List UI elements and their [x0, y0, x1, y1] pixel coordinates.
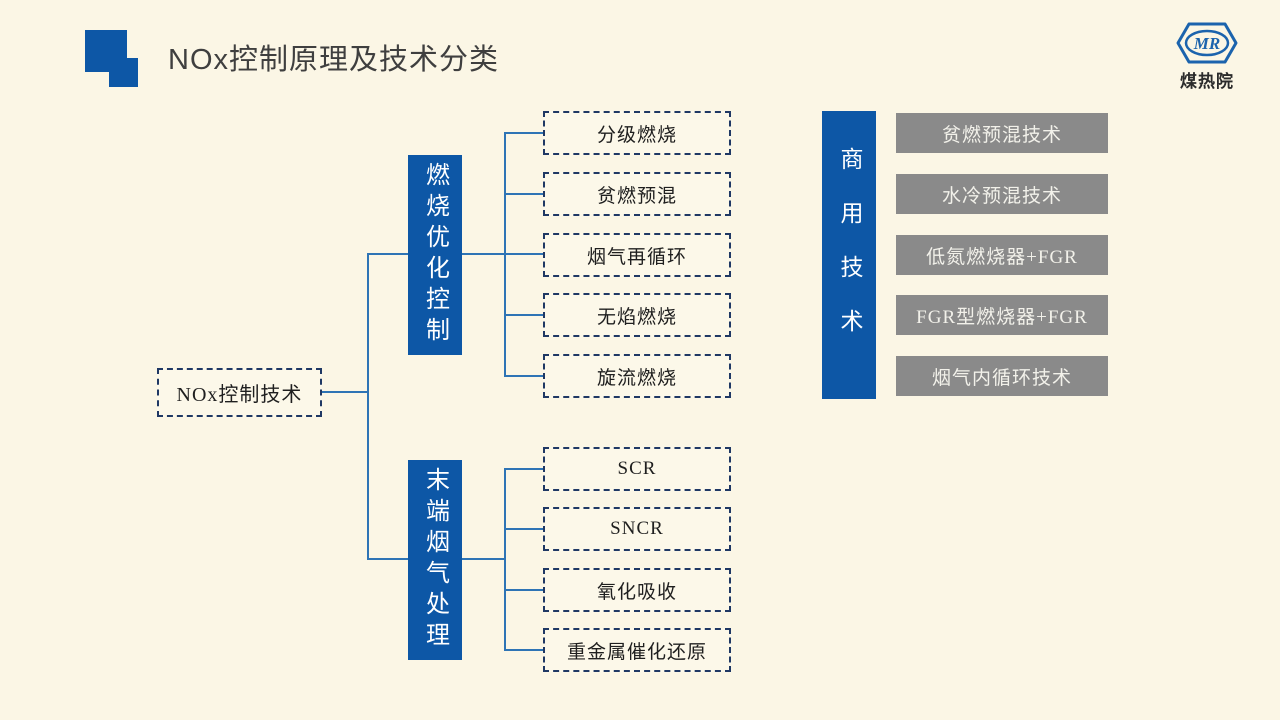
node-leaf-lean-premix: 贫燃预混: [543, 172, 731, 216]
connector-line: [504, 253, 543, 255]
connector-line: [367, 253, 408, 255]
node-leaf-flameless-combustion: 无焰燃烧: [543, 293, 731, 337]
connector-line: [504, 314, 543, 316]
node-leaf-heavy-metal-catalytic-reduction: 重金属催化还原: [543, 628, 731, 672]
node-leaf-flue-gas-recirculation: 烟气再循环: [543, 233, 731, 277]
node-leaf-staged-combustion: 分级燃烧: [543, 111, 731, 155]
commercial-item-water-cooled-premix-tech: 水冷预混技术: [896, 174, 1108, 214]
connector-line: [462, 253, 505, 255]
connector-line: [504, 649, 543, 651]
node-branch-end-flue-gas-treatment: 末端烟气处理: [408, 460, 462, 660]
commercial-item-lean-premix-tech: 贫燃预混技术: [896, 113, 1108, 153]
node-leaf-sncr: SNCR: [543, 507, 731, 551]
svg-text:MR: MR: [1193, 34, 1220, 53]
connector-line: [504, 132, 543, 134]
node-leaf-oxidation-absorption: 氧化吸收: [543, 568, 731, 612]
commercial-item-internal-flue-gas-recirculation-tech: 烟气内循环技术: [896, 356, 1108, 396]
node-leaf-swirl-combustion: 旋流燃烧: [543, 354, 731, 398]
page-title: NOx控制原理及技术分类: [168, 44, 500, 76]
node-leaf-scr: SCR: [543, 447, 731, 491]
node-root: NOx控制技术: [157, 368, 322, 417]
connector-line: [322, 391, 368, 393]
company-name: 煤热院: [1180, 72, 1234, 91]
connector-line: [462, 558, 505, 560]
connector-line: [504, 375, 543, 377]
mr-logo-icon: MR: [1176, 22, 1238, 64]
connector-line: [504, 528, 543, 530]
connector-line: [504, 468, 543, 470]
connector-line: [504, 589, 543, 591]
company-logo: MR 煤热院: [1174, 20, 1240, 92]
connector-line: [504, 468, 506, 651]
connector-line: [367, 253, 369, 560]
title-accent-square-small-icon: [109, 58, 138, 87]
node-branch-combustion-optimization: 燃烧优化控制: [408, 155, 462, 355]
commercial-tech-header: 商用技术: [822, 111, 876, 399]
commercial-item-low-nox-burner-fgr: 低氮燃烧器+FGR: [896, 235, 1108, 275]
connector-line: [367, 558, 408, 560]
commercial-item-fgr-burner-fgr: FGR型燃烧器+FGR: [896, 295, 1108, 335]
connector-line: [504, 193, 543, 195]
